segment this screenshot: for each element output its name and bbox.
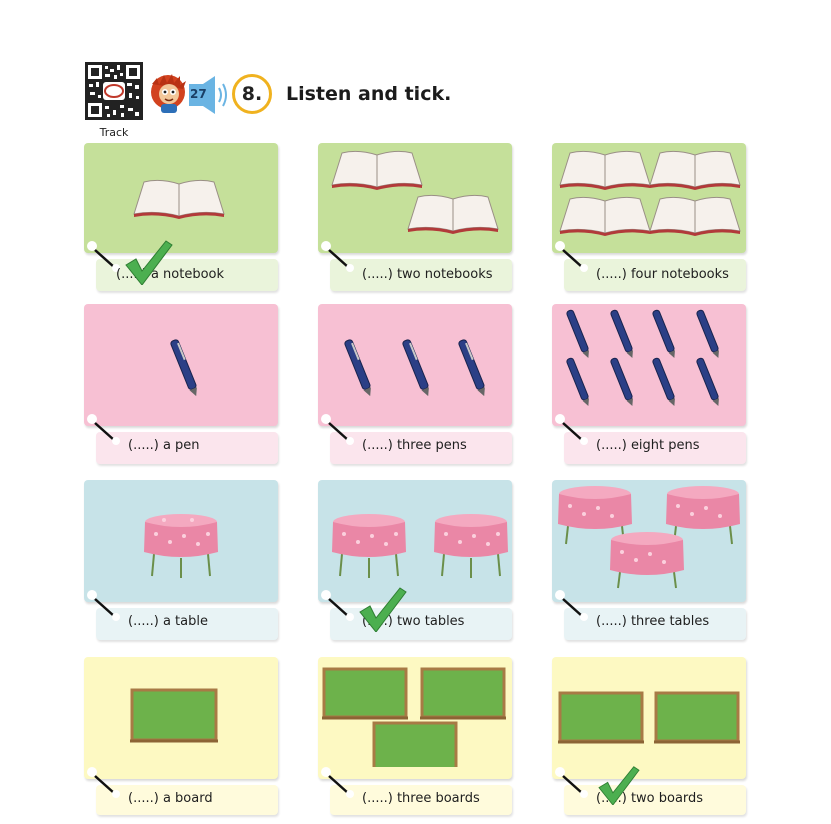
notebooks-image: [331, 150, 499, 234]
option-card-four-notebooks[interactable]: (.....) four notebooks: [552, 143, 748, 293]
option-label: (.....) a table: [128, 614, 208, 629]
boards-image: [558, 691, 740, 744]
answer-strip: [96, 785, 278, 815]
string-icon: [555, 241, 588, 272]
answer-strip: [330, 259, 512, 291]
audio-speaker-icon[interactable]: 27: [187, 74, 235, 116]
tick-icon: [598, 766, 640, 805]
option-label: (.....) three pens: [362, 438, 467, 453]
mascot-icon: [147, 72, 189, 114]
option-card-eight-pens[interactable]: (.....) eight pens: [552, 304, 748, 464]
answer-strip: [96, 432, 278, 464]
answer-strip: [330, 432, 512, 464]
string-icon: [87, 590, 120, 621]
tick-icon: [359, 587, 407, 632]
answer-strip: [96, 608, 278, 640]
qr-code-icon: [83, 60, 145, 122]
notebooks-image: [559, 150, 741, 236]
option-label: (.....) eight pens: [596, 438, 700, 453]
option-label: (.....) two tables: [362, 614, 465, 629]
picture-panel: [552, 304, 746, 426]
option-label: (.....) two boards: [596, 791, 704, 806]
track-number: 27: [190, 87, 207, 101]
string-icon: [87, 241, 120, 272]
board-image: [130, 688, 218, 743]
string-icon: [321, 241, 354, 272]
option-card-a-notebook[interactable]: (.....) a notebook: [84, 143, 280, 293]
pen-image: [170, 339, 197, 397]
answer-strip: [564, 259, 746, 291]
boards-image: [322, 667, 506, 767]
string-icon: [555, 767, 588, 798]
table-image: [144, 514, 218, 578]
notebook-image: [133, 179, 225, 219]
string-icon: [321, 590, 354, 621]
option-card-three-tables[interactable]: (.....) three tables: [552, 480, 748, 640]
track-label: Track: [99, 126, 129, 139]
option-card-three-boards[interactable]: (.....) three boards: [318, 657, 514, 815]
option-card-a-board[interactable]: (.....) a board: [84, 657, 280, 815]
string-icon: [321, 414, 354, 445]
exercise-instruction: Listen and tick.: [286, 83, 452, 105]
option-label: (.....) two notebooks: [362, 267, 493, 282]
answer-strip: [564, 785, 746, 815]
answer-strip: [564, 432, 746, 464]
option-label: (.....) four notebooks: [596, 267, 729, 282]
tick-icon: [125, 240, 173, 285]
option-card-a-table[interactable]: (.....) a table: [84, 480, 280, 640]
string-icon: [321, 767, 354, 798]
tables-image: [332, 514, 508, 578]
string-icon: [87, 414, 120, 445]
option-card-three-pens[interactable]: (.....) three pens: [318, 304, 514, 464]
answer-strip: [330, 608, 512, 640]
pens-image: [566, 309, 719, 406]
answer-strip: [564, 608, 746, 640]
tables-image: [558, 486, 740, 589]
option-card-two-notebooks[interactable]: (.....) two notebooks: [318, 143, 514, 293]
pens-image: [344, 339, 485, 397]
string-icon: [555, 414, 588, 445]
option-card-two-tables[interactable]: (.....) two tables: [318, 480, 514, 640]
option-label: (.....) a pen: [128, 438, 200, 453]
option-label: (.....) three boards: [362, 791, 480, 806]
option-card-a-pen[interactable]: (.....) a pen: [84, 304, 280, 464]
answer-strip: [330, 785, 512, 815]
exercise-number-badge: 8.: [232, 74, 272, 114]
option-label: (.....) a board: [128, 791, 213, 806]
string-icon: [555, 590, 588, 621]
string-icon: [87, 767, 120, 798]
option-card-two-boards[interactable]: (.....) two boards: [552, 657, 748, 815]
option-label: (.....) three tables: [596, 614, 710, 629]
